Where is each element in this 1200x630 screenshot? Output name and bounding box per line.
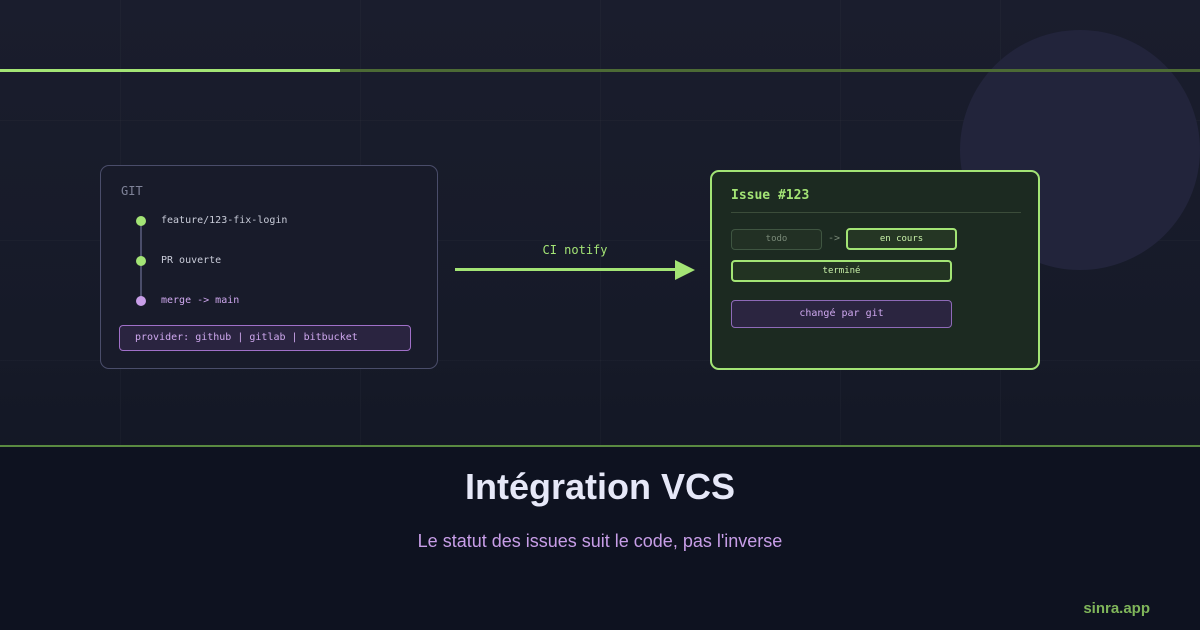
git-panel: GIT feature/123-fix-login PR ouverte mer…	[100, 165, 438, 369]
commit-label-merge: merge -> main	[161, 295, 240, 306]
issue-divider	[731, 212, 1021, 213]
merge-dot-icon	[136, 296, 146, 306]
commit-dot-icon	[136, 216, 146, 226]
arrow-right-icon	[675, 260, 695, 280]
status-chip-en-cours: en cours	[846, 228, 957, 250]
status-arrow: ->	[828, 233, 841, 244]
commit-label-feature: feature/123-fix-login	[161, 215, 288, 226]
changed-by-git-badge: changé par git	[731, 300, 952, 328]
progress-bar-fill	[0, 69, 340, 72]
issue-title: Issue #123	[731, 188, 810, 203]
provider-badge: provider: github | gitlab | bitbucket	[119, 325, 411, 351]
status-chip-todo: todo	[731, 229, 822, 250]
section-divider	[0, 445, 1200, 447]
commit-dot-icon	[136, 256, 146, 266]
brand-link[interactable]: sinra.app	[1083, 600, 1150, 617]
progress-bar	[0, 69, 1200, 72]
footer-band	[0, 447, 1200, 630]
connector-line	[455, 268, 679, 271]
status-chip-termine: terminé	[731, 260, 952, 282]
page-subtitle: Le statut des issues suit le code, pas l…	[417, 531, 783, 551]
commit-label-pr: PR ouverte	[161, 255, 222, 266]
issue-panel: Issue #123 todo -> en cours terminé chan…	[710, 170, 1040, 370]
git-panel-label: GIT	[121, 184, 143, 198]
page-title: Intégration VCS	[464, 466, 736, 507]
connector-label: CI notify	[542, 243, 608, 257]
